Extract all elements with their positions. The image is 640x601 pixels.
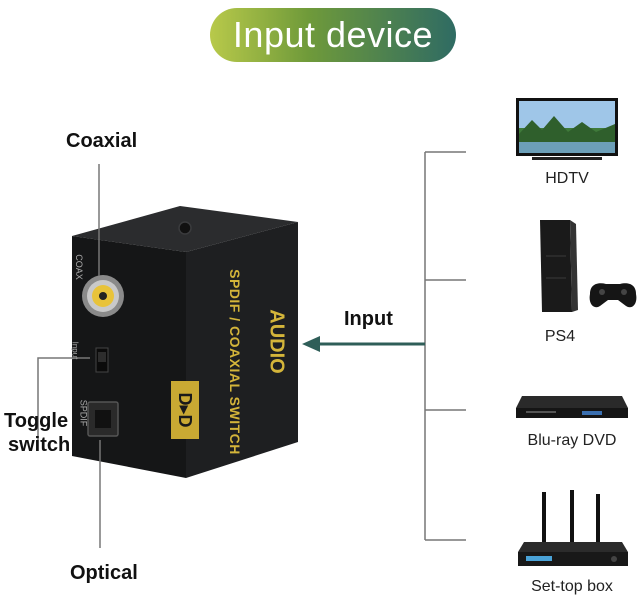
game-console-icon [540, 220, 637, 312]
bluray-label: Blu-ray DVD [527, 432, 617, 449]
port-optical-text: SPDIF [78, 399, 89, 427]
input-arrow [302, 336, 425, 352]
input-label: Input [344, 308, 393, 330]
box-model-text: SPDIF / COAXIAL SWITCH [227, 269, 243, 455]
optical-port [87, 401, 119, 437]
optical-label: Optical [70, 562, 138, 584]
device-hdtv: HDTV [512, 96, 622, 196]
port-coax-text: COAX [73, 254, 84, 280]
device-bracket [424, 151, 466, 541]
coaxial-label: Coaxial [66, 130, 138, 152]
set-top-box-icon [518, 490, 628, 566]
callout-lines [37, 164, 101, 548]
device-bluray: Blu-ray DVD [512, 388, 632, 468]
bluray-player-icon [516, 396, 628, 418]
screw-icon [178, 221, 192, 235]
coaxial-port [82, 275, 124, 317]
toggle-switch [95, 347, 109, 373]
device-ps4: PS4 [534, 216, 640, 356]
ps4-label: PS4 [544, 328, 576, 345]
toggle-switch-label-line2: switch [8, 434, 71, 456]
title-banner: Input device [210, 8, 456, 62]
set-top-box-label: Set-top box [531, 578, 613, 595]
hdtv-label: HDTV [545, 170, 589, 187]
toggle-switch-label-line1: Toggle [4, 410, 69, 432]
device-set-top-box: Set-top box [510, 490, 634, 596]
switch-text: Input [70, 341, 80, 360]
tv-icon [516, 98, 618, 160]
box-brand-text: AUDIO [265, 309, 288, 374]
box-badge: D▸D [171, 381, 199, 439]
